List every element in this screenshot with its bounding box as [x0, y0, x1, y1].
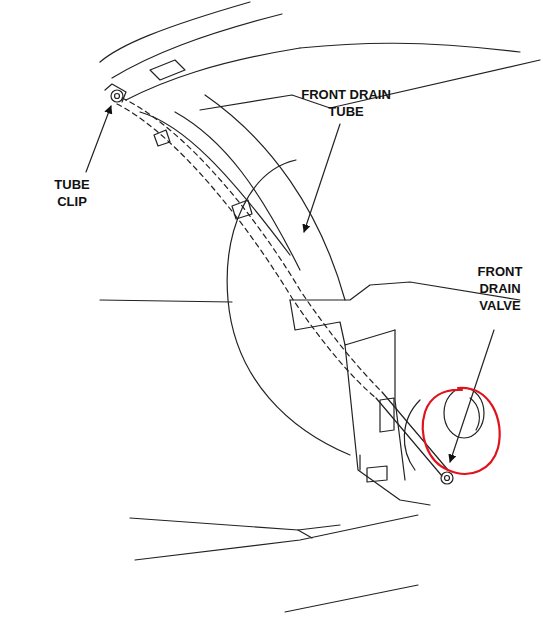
part-label: TUBE CLIP [40, 176, 104, 210]
part-label: FRONT DRAIN VALVE [462, 263, 538, 314]
part-label: FRONT DRAIN TUBE [298, 86, 394, 120]
